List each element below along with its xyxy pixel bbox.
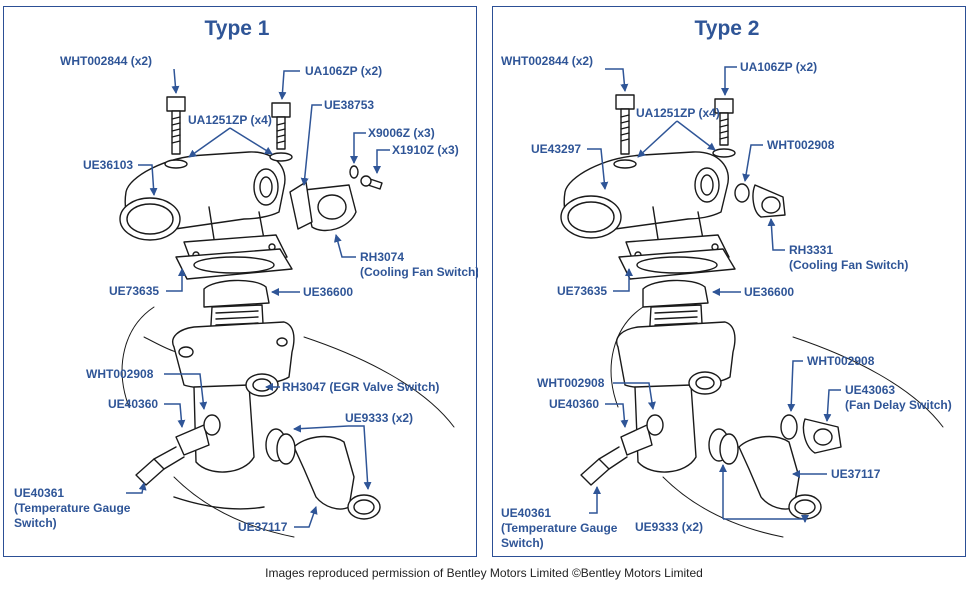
cooling-fan-switch-rh3074	[303, 184, 357, 232]
temperature-gauge-switch	[580, 458, 610, 486]
label-wht002908: WHT002908	[86, 367, 154, 381]
leader-lines	[587, 66, 841, 523]
label-ue43063: UE43063	[845, 383, 895, 397]
sealing-washer-top	[734, 183, 750, 203]
label-wht002908-right: WHT002908	[807, 354, 875, 368]
egr-valve-switch	[245, 373, 279, 397]
label-rh3331: RH3331	[789, 243, 833, 257]
label-rh3074-desc: (Cooling Fan Switch)	[360, 265, 478, 279]
label-ue40360: UE40360	[108, 397, 158, 411]
copyright-credit: Images reproduced permission of Bentley …	[265, 566, 703, 580]
label-ue73635: UE73635	[557, 284, 607, 298]
lower-housing-neck	[193, 384, 255, 473]
adaptor-ue40360	[175, 424, 210, 456]
label-ue40361: UE40361	[14, 486, 64, 500]
label-ua106zp: UA106ZP (x2)	[740, 60, 817, 74]
label-ue36600: UE36600	[303, 285, 353, 299]
label-ue37117: UE37117	[238, 520, 288, 534]
bolt-right	[269, 102, 293, 162]
label-x1910z: X1910Z (x3)	[392, 143, 459, 157]
housing-outlet	[119, 197, 181, 241]
hose-ue37117	[738, 435, 800, 510]
type-2-diagram: Type 2	[501, 17, 952, 550]
temperature-gauge-switch	[135, 458, 165, 486]
label-rh3331-desc: (Cooling Fan Switch)	[789, 258, 908, 272]
type-1-panel: Type 1	[3, 6, 478, 557]
label-wht002908-top: WHT002908	[767, 138, 835, 152]
label-ue38753: UE38753	[324, 98, 374, 112]
label-wht002844: WHT002844 (x2)	[60, 54, 152, 68]
type-2-panel: Type 2	[492, 6, 966, 557]
label-ue43297: UE43297	[531, 142, 581, 156]
label-ue36103: UE36103	[83, 158, 133, 172]
gasket-ue38753	[289, 181, 313, 230]
label-ue40361-desc-1: (Temperature Gauge	[501, 521, 618, 535]
label-ue73635: UE73635	[109, 284, 159, 298]
thermostat-housing-drawing	[119, 96, 455, 538]
thermostat-flange	[642, 279, 709, 308]
label-ue37117: UE37117	[831, 467, 881, 481]
label-ua1251zp: UA1251ZP (x4)	[188, 113, 272, 127]
label-ue40361-desc-2: Switch)	[501, 536, 544, 550]
type-2-title: Type 2	[695, 17, 760, 40]
label-rh3074: RH3074	[360, 250, 404, 264]
adaptor-ue40360	[620, 424, 653, 456]
type-1-title: Type 1	[205, 17, 270, 40]
label-x9006z: X9006Z (x3)	[368, 126, 435, 140]
bolt-left	[613, 94, 637, 169]
label-wht002908-left: WHT002908	[537, 376, 605, 390]
hose-clip-2	[788, 494, 822, 520]
leader-lines	[126, 68, 390, 528]
label-ue40360: UE40360	[549, 397, 599, 411]
bolt-left	[164, 96, 188, 169]
housing-outlet	[560, 195, 622, 239]
thermostat-flange	[203, 279, 270, 308]
label-ue43063-desc: (Fan Delay Switch)	[845, 398, 952, 412]
label-ue9333: UE9333 (x2)	[635, 520, 703, 534]
type-1-diagram: Type 1	[14, 17, 478, 538]
bolt-right	[712, 98, 736, 158]
hose-clip-2	[347, 494, 381, 520]
label-ue9333: UE9333 (x2)	[345, 411, 413, 425]
fan-delay-switch-ue43063	[802, 418, 842, 454]
label-ue40361: UE40361	[501, 506, 551, 520]
plug-port	[688, 371, 722, 395]
cooling-fan-switch-rh3331	[752, 184, 786, 218]
label-ue40361-desc-1: (Temperature Gauge	[14, 501, 131, 515]
hose-ue37117	[293, 435, 355, 510]
label-ue36600: UE36600	[744, 285, 794, 299]
label-rh3047: RH3047 (EGR Valve Switch)	[282, 380, 439, 394]
label-ue40361-desc-2: Switch)	[14, 516, 57, 530]
sealing-washer-right	[780, 414, 798, 440]
label-ua106zp: UA106ZP (x2)	[305, 64, 382, 78]
label-ua1251zp: UA1251ZP (x4)	[636, 106, 720, 120]
thermostat-housing-drawing-2	[560, 94, 944, 538]
label-wht002844: WHT002844 (x2)	[501, 54, 593, 68]
